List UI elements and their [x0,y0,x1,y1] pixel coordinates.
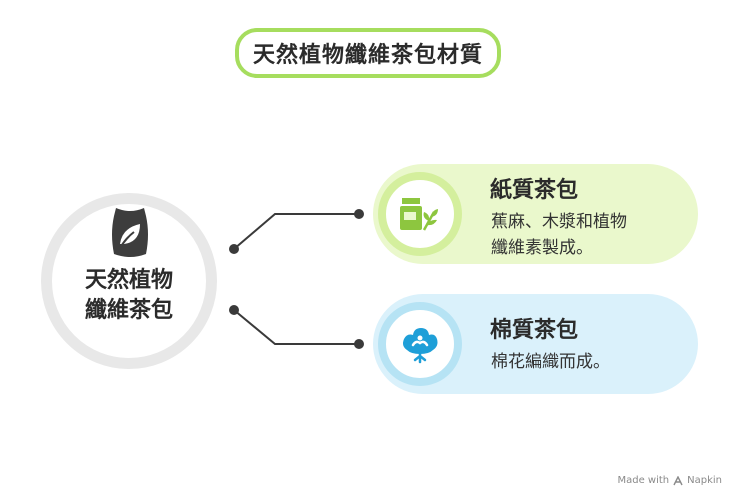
watermark-prefix: Made with [617,475,670,486]
napkin-logo-icon [673,475,683,485]
paper-teabag-desc: 蕉麻、木漿和植物 纖維素製成。 [491,209,627,261]
cotton-icon-circle [378,302,462,386]
napkin-watermark[interactable]: Made with Napkin [617,475,722,486]
paper-icon-circle [378,172,462,256]
title-box: 天然植物纖維茶包材質 [235,28,501,78]
watermark-brand: Napkin [687,475,722,486]
cotton-icon [403,328,438,364]
cotton-teabag-desc: 棉花編織而成。 [491,349,610,375]
leaf-bag-icon [112,208,148,257]
paper-teabag-desc-line1: 蕉麻、木漿和植物 [491,212,627,232]
hub-circle [41,193,217,369]
connector-dot-cotton [354,339,364,349]
paper-teabag-desc-line2: 纖維素製成。 [491,238,593,258]
paper-teabag-title: 紙質茶包 [490,178,579,203]
connector-to-cotton [233,309,358,345]
cotton-teabag-desc-line1: 棉花編織而成。 [491,352,610,372]
hub-label-line2: 纖維茶包 [84,298,173,323]
diagram-title: 天然植物纖維茶包材質 [252,43,483,68]
connector-dot-hub-bottom [229,305,239,315]
connector-dot-hub-top [229,244,239,254]
cotton-teabag-title: 棉質茶包 [490,318,579,343]
hub-label-line1: 天然植物 [84,268,173,293]
hub-label: 天然植物 纖維茶包 [60,266,198,326]
connector-dot-paper [354,209,364,219]
connector-to-paper [233,213,358,250]
paper-carton-icon [400,198,438,231]
